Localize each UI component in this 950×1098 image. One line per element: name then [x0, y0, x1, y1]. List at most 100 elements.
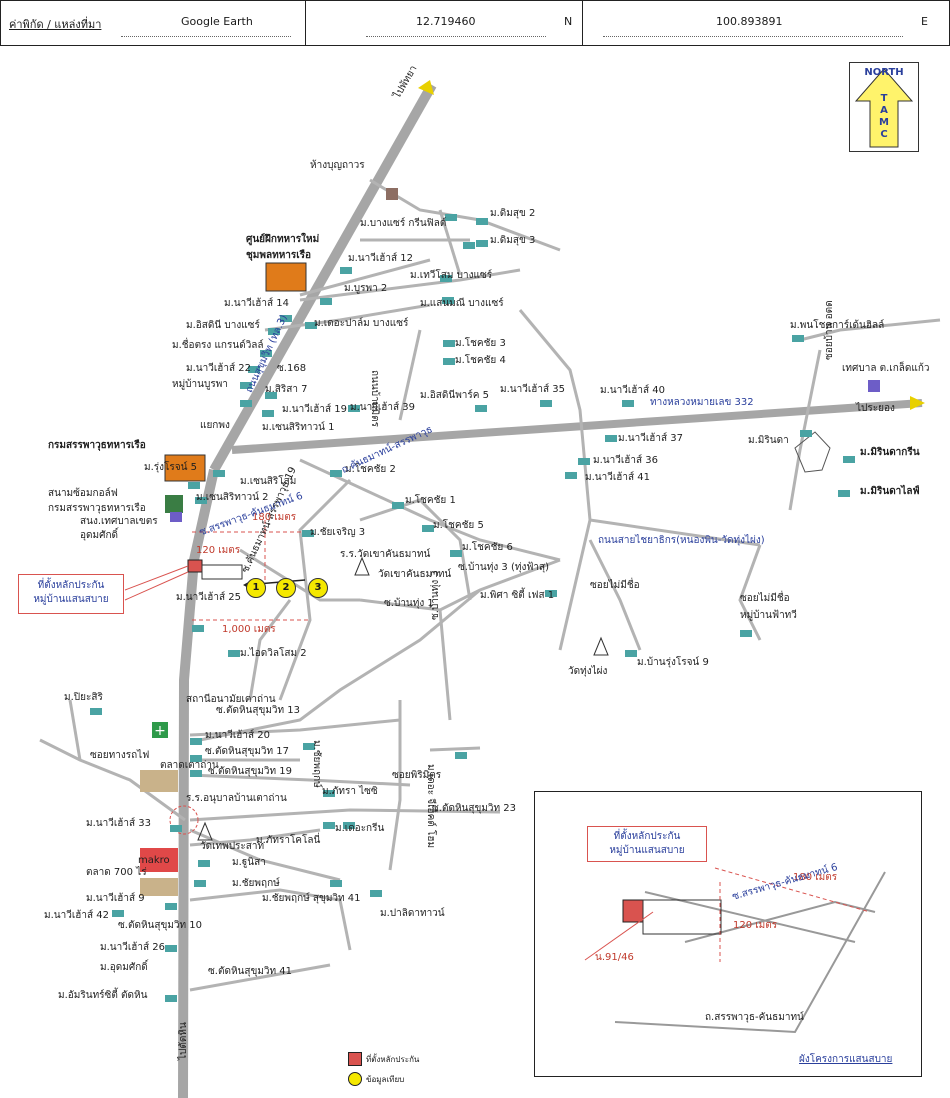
collateral-callout: ที่ตั้งหลักประกัน หมู่บ้านแสนสบาย — [18, 574, 124, 614]
place-label: ม.อุดมศักดิ์ — [100, 962, 148, 973]
tamc-letter-m: M — [879, 117, 889, 128]
inset-drawing — [584, 867, 886, 1034]
callout-line-1 — [124, 565, 189, 591]
source-value: Google Earth — [181, 15, 253, 28]
comparable-marker-3: 3 — [308, 578, 328, 598]
inset-callout-line1: ที่ตั้งหลักประกัน — [613, 831, 681, 842]
place-label: ม.ดิมสุข 2 — [490, 208, 536, 219]
place-label: ม.มิรินดา — [748, 435, 789, 446]
inset-collateral-icon — [622, 899, 644, 923]
longitude-value: 100.893891 — [716, 15, 783, 28]
place-label: ทางหลวงหมายเลข 332 — [650, 397, 754, 408]
market-700-icon — [140, 878, 178, 896]
latitude-value: 12.719460 — [416, 15, 476, 28]
place-label: ม.มิรินดากรีน — [860, 447, 920, 458]
place-label: ม.เทวีโสม บางแซร์ — [410, 270, 493, 281]
place-label: ซอยไม่มีชื่อ — [740, 593, 790, 604]
latitude-dir: N — [564, 15, 573, 28]
municipality-icon — [868, 380, 880, 392]
place-label: ซอยพิริมิตร — [392, 770, 442, 781]
place-label: ซ.ตัดหินสุขุมวิท 10 — [118, 920, 203, 931]
place-label: ซ.168 — [277, 363, 307, 374]
place-label: ถนนบ้านมิตร — [369, 370, 380, 427]
place-label: ซ.ตัดหินสุขุมวิท 17 — [205, 746, 290, 757]
place-label: ซ.บ้านทุ่ง 3 — [430, 570, 441, 620]
place-label: ม.พิศา ซิตี้ เฟส 1 — [480, 590, 555, 601]
map-legend: ที่ตั้งหลักประกัน ข้อมูลเทียบ — [348, 1048, 468, 1094]
place-label: ม.เซนสิริทาวน์ 1 — [262, 422, 335, 433]
place-label: ม.นาวีเฮ้าส์ 22 — [186, 363, 251, 374]
place-label: ม.ไอดวิลโสม 2 — [240, 648, 307, 659]
legend-comparable: ข้อมูลเทียบ — [348, 1072, 404, 1086]
temple-icon — [197, 821, 213, 841]
place-label: ศูนย์ฝึกทหารใหม่ — [246, 234, 320, 245]
place-label: ม.ดิมสุข 3 — [490, 235, 536, 246]
place-label: ไประยอง — [856, 403, 895, 414]
place-label: makro — [138, 855, 170, 866]
place-label: ม.โชคชัย 5 — [433, 520, 484, 531]
comparable-marker-2: 2 — [276, 578, 296, 598]
site-plot-outline — [201, 564, 243, 580]
inset-callout-line2: หมู่บ้านแสนสบาย — [609, 845, 685, 856]
inset-plot-number: น.91/46 — [595, 952, 634, 963]
place-label: อุดมศักดิ์ — [80, 530, 118, 541]
place-label: ม.นาวีเฮ้าส์ 33 — [86, 818, 151, 829]
collateral-site-icon — [187, 559, 203, 573]
place-label: ม.ปาลิดาทาวน์ — [380, 908, 445, 919]
place-label: ซ.ตัดหินสุขุมวิท 41 — [208, 966, 293, 977]
market-icon — [140, 770, 178, 792]
place-label: ซ.บ้านทุ่ง 1 — [384, 598, 434, 609]
site-dist-120: 120 เมตร — [196, 545, 241, 556]
pattaya-arrow-icon — [418, 80, 434, 95]
place-label: ม.ชัยพฤกษ์ — [311, 740, 322, 788]
place-label: ม.ภัทราโคโลนี่ — [256, 835, 321, 846]
site-dist-1000: 1,000 เมตร — [222, 624, 276, 635]
north-text: NORTH — [864, 67, 904, 78]
intersection-circle — [169, 805, 199, 835]
place-label: ม.นาวีเฮ้าส์ 39 — [350, 402, 415, 413]
latitude-underline — [366, 36, 546, 37]
tamc-letter-c: C — [880, 129, 888, 140]
sukhumvit-road-south — [178, 468, 219, 1098]
place-label: ม.นาวีเฮ้าส์ 9 — [86, 893, 145, 904]
village-icons — [90, 214, 855, 1002]
place-label: ซอยไม่มีชื่อ — [590, 580, 640, 591]
place-label: ห้างบุญถาวร — [310, 160, 365, 171]
makro-icon — [140, 848, 178, 872]
inset-dist-120: 120 เมตร — [733, 920, 778, 931]
place-label: ซอยทางรถไฟ — [90, 750, 150, 761]
training-center-icon — [265, 262, 307, 292]
place-label: ถนนสายไชยาธิกร(หนองพิน-วัดทุ่งไผ่ง) — [598, 535, 765, 546]
collateral-callout-line1: ที่ตั้งหลักประกัน — [37, 580, 105, 591]
place-label: สนามซ้อมกอล์ฟ — [48, 488, 118, 499]
place-label: ม.มิรินดาไลฟ์ — [860, 486, 920, 497]
legend-comparable-swatch — [348, 1072, 362, 1086]
place-label: ม.รุ่งโรจน์ 5 — [144, 462, 198, 473]
place-label: ซ.ตัดหินสุขุมวิท 19 — [208, 766, 293, 777]
place-label: ม.ภัทรา ไซซิ — [322, 786, 378, 797]
coordinate-header: ค่าพิกัด / แหล่งที่มา Google Earth 12.71… — [0, 0, 950, 46]
source-cell: ค่าพิกัด / แหล่งที่มา Google Earth — [1, 1, 306, 45]
place-label: หมู่บ้านฟ้าทวี — [740, 610, 797, 621]
place-label: ม.อัมรินทร์ซิตี้ ตัดหิน — [58, 990, 148, 1001]
health-station-cross: + — [154, 723, 166, 739]
tamc-letter-a: A — [880, 105, 888, 116]
collateral-callout-line2: หมู่บ้านแสนสบาย — [33, 594, 109, 605]
longitude-cell: 100.893891 E — [583, 1, 949, 45]
site-dist-180: 180 เมตร — [252, 512, 297, 523]
legend-collateral-swatch — [348, 1052, 362, 1066]
inset-main-road: ถ.สรรพาวุธ-คันธมาทน์ — [705, 1012, 804, 1023]
place-label: ซ.ตัดหินสุขุมวิท 13 — [216, 705, 301, 716]
place-label: วัดทุ่งไผ่ง — [568, 666, 608, 677]
inset-callout: ที่ตั้งหลักประกัน หมู่บ้านแสนสบาย — [587, 826, 707, 862]
place-label: ซ.บ้านทุ่ง 3 (ทุ่งฟ้าสุ) — [458, 562, 550, 573]
health-station-icon — [152, 722, 168, 738]
place-label: ม.ชัยพฤกษ์ สุขุมวิท 41 — [262, 893, 361, 904]
place-label: ม.เซนสิริทาวน์ 2 — [196, 492, 269, 503]
legend-collateral-label: ที่ตั้งหลักประกัน — [366, 1054, 420, 1064]
place-label: ม.นาวีเฮ้าส์ 20 — [205, 730, 270, 741]
place-label: ร.ร.วัดเขาคันธมาทน์ — [340, 549, 431, 560]
place-label: ตลาด 700 ไร่ — [86, 867, 147, 878]
place-label: ม.โชคชัย 3 — [455, 338, 506, 349]
place-label: ม.นาวีเฮ้าส์ 12 — [348, 253, 413, 264]
